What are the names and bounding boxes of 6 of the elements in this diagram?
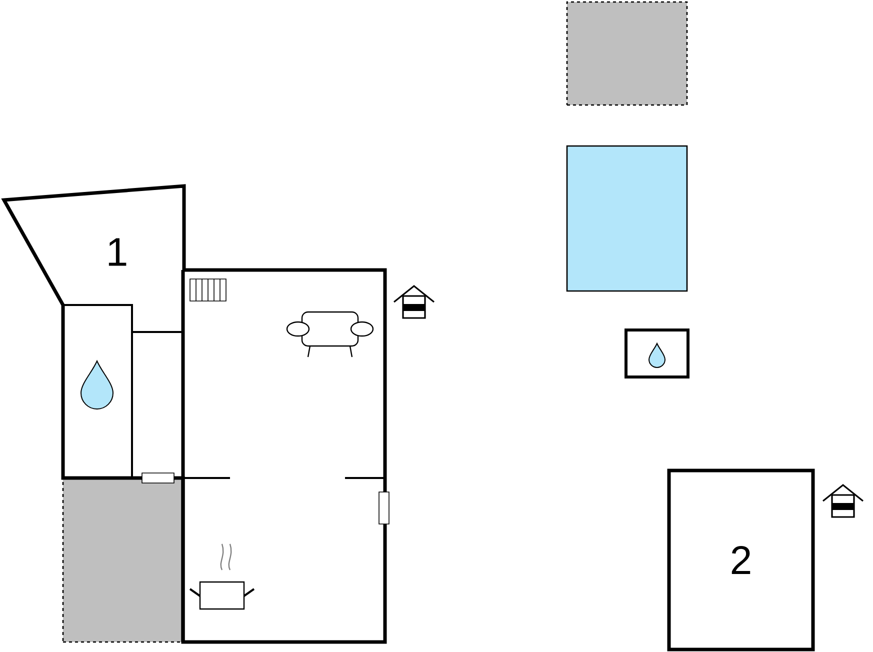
building-box: 2: [667, 468, 815, 652]
hot-tub: [624, 328, 690, 378]
terrace: [62, 477, 184, 643]
pool: [566, 145, 688, 292]
terrace: [566, 1, 688, 106]
room-number: 1: [108, 238, 126, 266]
